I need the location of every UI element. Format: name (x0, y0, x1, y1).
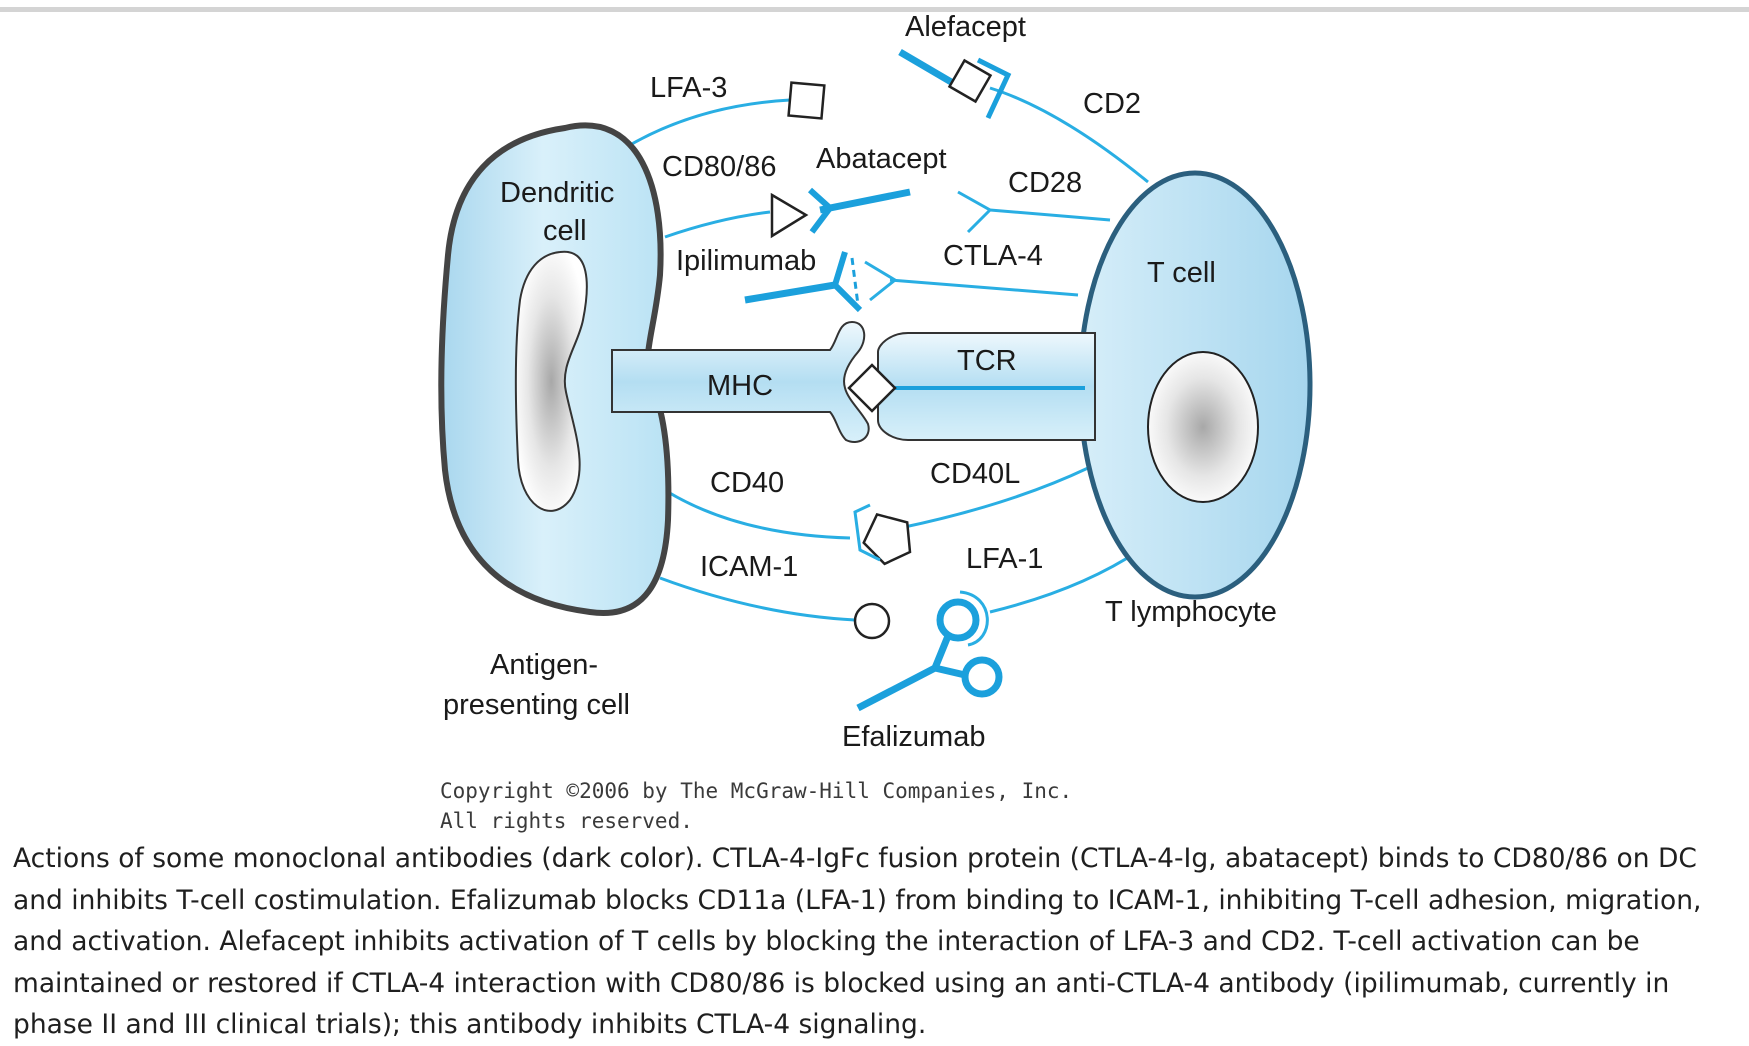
label-abatacept: Abatacept (816, 143, 947, 175)
label-apc-line1: Antigen- (490, 649, 598, 681)
cd28-line (989, 208, 1111, 222)
label-ctla4: CTLA-4 (943, 240, 1043, 272)
lfa3-line (629, 98, 791, 147)
cd2-line (989, 86, 1149, 184)
label-icam1: ICAM-1 (700, 551, 798, 583)
antigen-peptide-diamond (847, 363, 897, 413)
copyright-line1: Copyright ©2006 by The McGraw-Hill Compa… (440, 779, 1072, 803)
label-t-cell: T cell (1147, 257, 1216, 289)
copyright-line2: All rights reserved. (440, 809, 693, 833)
figure-caption: Actions of some monoclonal antibodies (d… (13, 843, 1702, 1040)
receptor-lines (629, 86, 1149, 622)
t-cell-nucleus (1147, 351, 1259, 503)
ipilimumab-antibody (744, 251, 863, 313)
cd40-line (667, 490, 851, 540)
cd80-86-line (664, 210, 771, 239)
label-tcr: TCR (957, 345, 1017, 377)
label-dendritic-cell-line2: cell (543, 215, 587, 247)
cd40l-cup (853, 503, 881, 562)
icam1-line (659, 576, 856, 622)
label-apc-line2: presenting cell (443, 689, 630, 721)
immune-synapse-diagram: Alefacept LFA-3 CD2 CD80/86 Abatacept CD… (438, 11, 1313, 833)
dendritic-cell-nucleus (514, 250, 588, 512)
label-t-lymphocyte: T lymphocyte (1105, 596, 1277, 628)
label-mhc: MHC (707, 370, 773, 402)
icam1-circle (853, 602, 891, 640)
mhc-molecule (611, 320, 870, 443)
lfa3-square (787, 81, 826, 120)
lfa1-receptor (959, 590, 989, 647)
top-rule (0, 7, 1749, 12)
ctla4-receptor (864, 260, 898, 302)
label-cd40: CD40 (710, 467, 784, 499)
label-alefacept: Alefacept (905, 11, 1026, 43)
label-dendritic-cell-line1: Dendritic (500, 177, 614, 209)
label-efalizumab: Efalizumab (842, 721, 985, 753)
label-cd2: CD2 (1083, 88, 1141, 120)
label-lfa3: LFA-3 (650, 72, 727, 104)
label-cd40l: CD40L (930, 458, 1020, 490)
label-lfa1: LFA-1 (966, 543, 1043, 575)
abatacept-antibody (807, 187, 911, 234)
cd40l-line (899, 466, 1089, 530)
alefacept-antibody (898, 48, 1012, 120)
efalizumab-antibody (856, 598, 1003, 712)
label-cd28: CD28 (1008, 167, 1082, 199)
ctla4-line (889, 278, 1079, 297)
diagram-labels: Alefacept LFA-3 CD2 CD80/86 Abatacept CD… (443, 11, 1277, 753)
cd80-86-triangle (770, 192, 809, 239)
label-cd80-86: CD80/86 (662, 151, 776, 183)
cd28-receptor (957, 190, 993, 234)
label-ipilimumab: Ipilimumab (676, 245, 816, 277)
lfa1-line (989, 548, 1141, 614)
cd40-pentagon (862, 512, 912, 566)
